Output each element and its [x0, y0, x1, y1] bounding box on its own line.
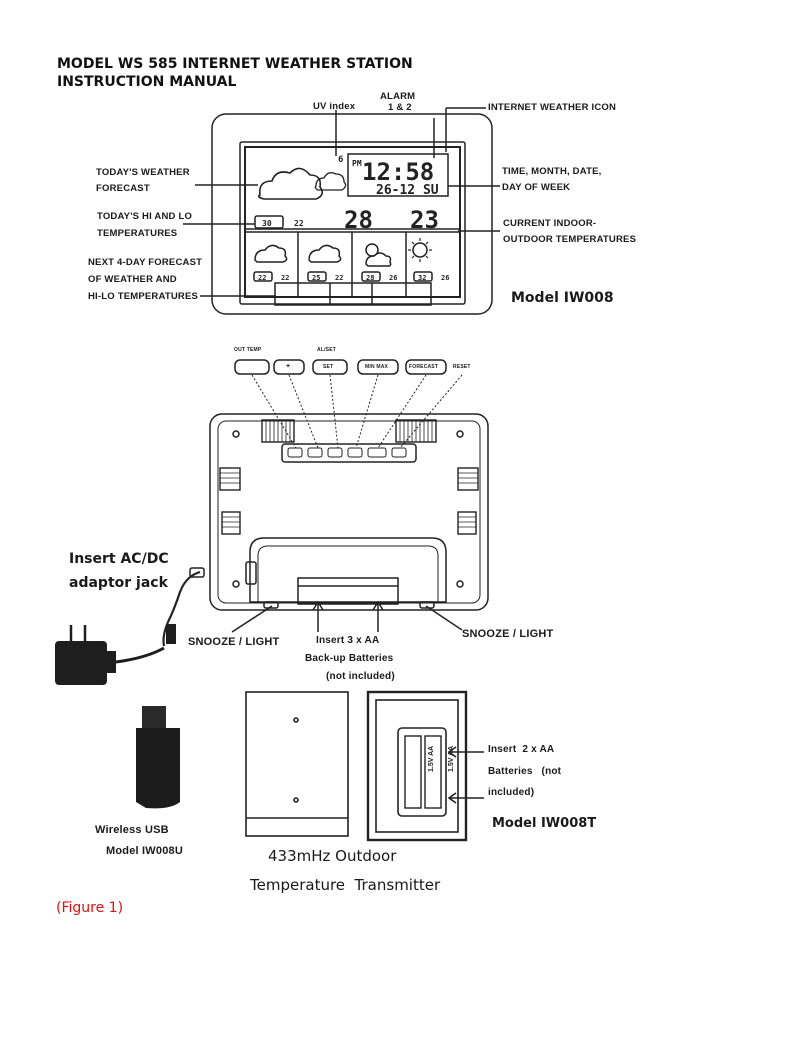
forecast-label-1: TODAY'S WEATHER	[96, 167, 190, 178]
lcd-outdoor-temp: 23	[410, 206, 439, 234]
hilo-label-1: TODAY'S HI AND LO	[97, 211, 193, 222]
hilo-label-2: TEMPERATURES	[97, 228, 178, 239]
lcd-hi: 30	[262, 219, 272, 228]
usb-dongle	[136, 706, 180, 809]
btn-forecast: FORECAST	[409, 364, 439, 370]
lcd-indoor-temp: 28	[344, 206, 373, 234]
transmitter-label-2: Temperature Transmitter	[250, 876, 441, 894]
back-housing	[209, 413, 489, 611]
svg-text:26: 26	[441, 274, 449, 282]
transmitter-label-1: 433mHz Outdoor	[268, 847, 397, 865]
cloud-icon	[257, 167, 324, 200]
tx-model-label: Model IW008T	[492, 816, 597, 831]
uv-index-label: UV index	[313, 101, 356, 112]
cloud-icon	[314, 172, 347, 191]
svg-text:22: 22	[281, 274, 289, 282]
snooze-right-label: SNOOZE / LIGHT	[462, 628, 554, 640]
lcd-time: 12:58	[362, 158, 434, 186]
lcd-lo: 22	[294, 219, 304, 228]
usb-label-1: Wireless USB	[95, 824, 169, 836]
btn-set: SET	[323, 364, 334, 370]
figure-caption: (Figure 1)	[56, 900, 124, 916]
svg-text:25: 25	[312, 274, 320, 282]
svg-text:22: 22	[258, 274, 266, 282]
usb-label-2: Model IW008U	[106, 845, 183, 857]
batteries-label-2: Back-up Batteries	[305, 653, 394, 664]
svg-text:22: 22	[335, 274, 343, 282]
adaptor-label-2: adaptor jack	[69, 575, 168, 591]
btn-plus: +	[286, 363, 291, 370]
current-temps-label-1: CURRENT INDOOR-	[503, 218, 597, 229]
uv-value: 6	[338, 155, 343, 165]
manual-title: MODEL WS 585 INTERNET WEATHER STATION	[57, 56, 413, 72]
battery-label: 1.5V AA	[448, 746, 455, 772]
alarm-label-2: 1 & 2	[388, 102, 412, 113]
front-housing	[211, 113, 493, 315]
adaptor-label-1: Insert AC/DC	[69, 551, 169, 567]
batteries-label-1: Insert 3 x AA	[316, 635, 380, 646]
snooze-left-label: SNOOZE / LIGHT	[188, 636, 280, 648]
next4day-label-3: HI-LO TEMPERATURES	[88, 291, 199, 302]
forecast-label-2: FORECAST	[96, 183, 150, 194]
current-temps-label-2: OUTDOOR TEMPERATURES	[503, 234, 637, 245]
transmitter-back	[366, 690, 468, 842]
btn-min-max: MIN MAX	[365, 364, 389, 370]
power-adapter	[55, 641, 107, 685]
btn-al-set: AL/SET	[317, 347, 336, 353]
lcd-date: 26-12 SU	[376, 183, 439, 198]
btn-out-temp: OUT TEMP	[234, 347, 262, 353]
cloud-icon	[308, 244, 342, 263]
time-box	[347, 153, 449, 197]
transmitter-front	[245, 691, 349, 837]
pm-indicator: PM	[352, 159, 362, 168]
svg-text:26: 26	[389, 274, 397, 282]
sun-icon	[412, 242, 428, 258]
manual-subtitle: INSTRUCTION MANUAL	[57, 74, 237, 90]
batteries-label-3: (not included)	[326, 671, 395, 682]
btn-reset: RESET	[453, 364, 471, 370]
alarm-label-1: ALARM	[380, 91, 416, 102]
next4day-label-2: OF WEATHER AND	[88, 274, 177, 285]
internet-icon-label: INTERNET WEATHER ICON	[488, 102, 617, 113]
svg-text:28: 28	[366, 274, 374, 282]
time-date-label-2: DAY OF WEEK	[502, 182, 571, 193]
cloud-icon	[254, 244, 288, 263]
svg-text:32: 32	[418, 274, 426, 282]
tx-batteries-label-2: Batteries (not	[488, 766, 562, 777]
tx-batteries-label-3: included)	[488, 787, 535, 798]
battery-label: 1.5V AA	[428, 746, 435, 772]
tx-batteries-label-1: Insert 2 x AA	[488, 744, 555, 755]
next4day-label-1: NEXT 4-DAY FORECAST	[88, 257, 203, 268]
front-model-label: Model IW008	[511, 290, 614, 306]
time-date-label-1: TIME, MONTH, DATE,	[502, 166, 602, 177]
